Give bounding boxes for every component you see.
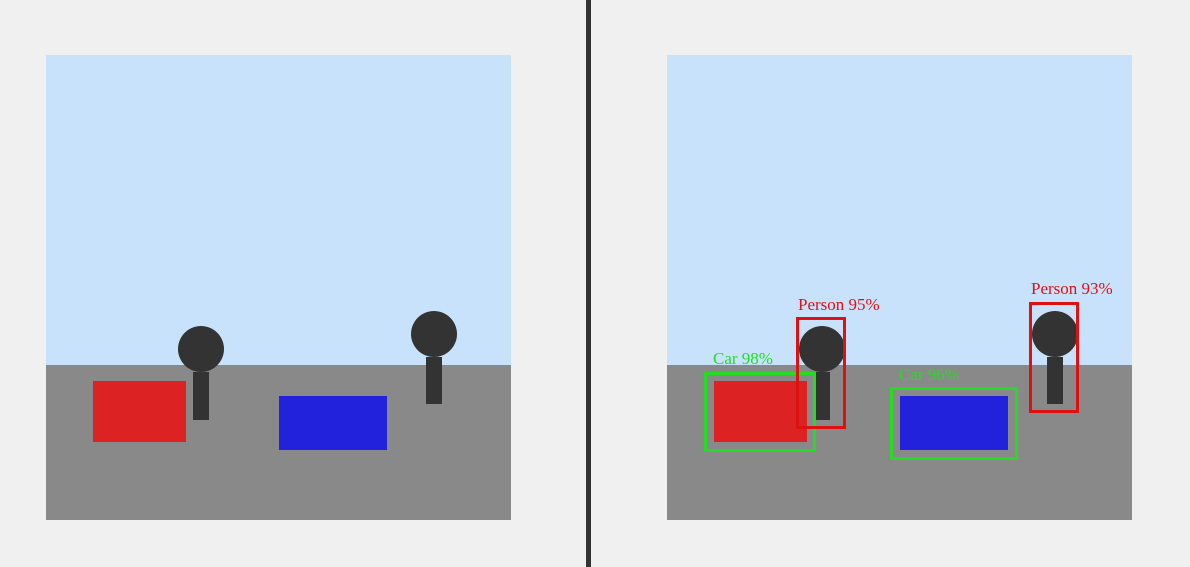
detection-label: Car 98%: [713, 349, 773, 368]
person-1-head: [799, 326, 845, 372]
person-2-head: [411, 311, 457, 357]
blue-car: [279, 396, 387, 450]
person-2-head: [1032, 311, 1078, 357]
detection-label: Person 93%: [1031, 279, 1113, 298]
car-bounding-box: [704, 372, 816, 452]
detection-label: Person 95%: [798, 295, 880, 314]
panel-divider: [586, 0, 591, 567]
blue-car: [900, 396, 1008, 450]
person-1-body: [193, 372, 209, 420]
person-1-head: [178, 326, 224, 372]
red-car: [93, 381, 186, 442]
original-image-panel: [46, 55, 511, 520]
person-1-body: [814, 372, 830, 420]
person-2-body: [426, 357, 442, 404]
red-car: [714, 381, 807, 442]
person-2-body: [1047, 357, 1063, 404]
person-bounding-box: [796, 317, 846, 429]
person-bounding-box: [1029, 302, 1079, 413]
car-bounding-box: [890, 387, 1018, 460]
detection-label: Car 96%: [899, 365, 959, 384]
detection-image-panel: Car 98% Person 95% Car 96% Person 93%: [667, 55, 1132, 520]
